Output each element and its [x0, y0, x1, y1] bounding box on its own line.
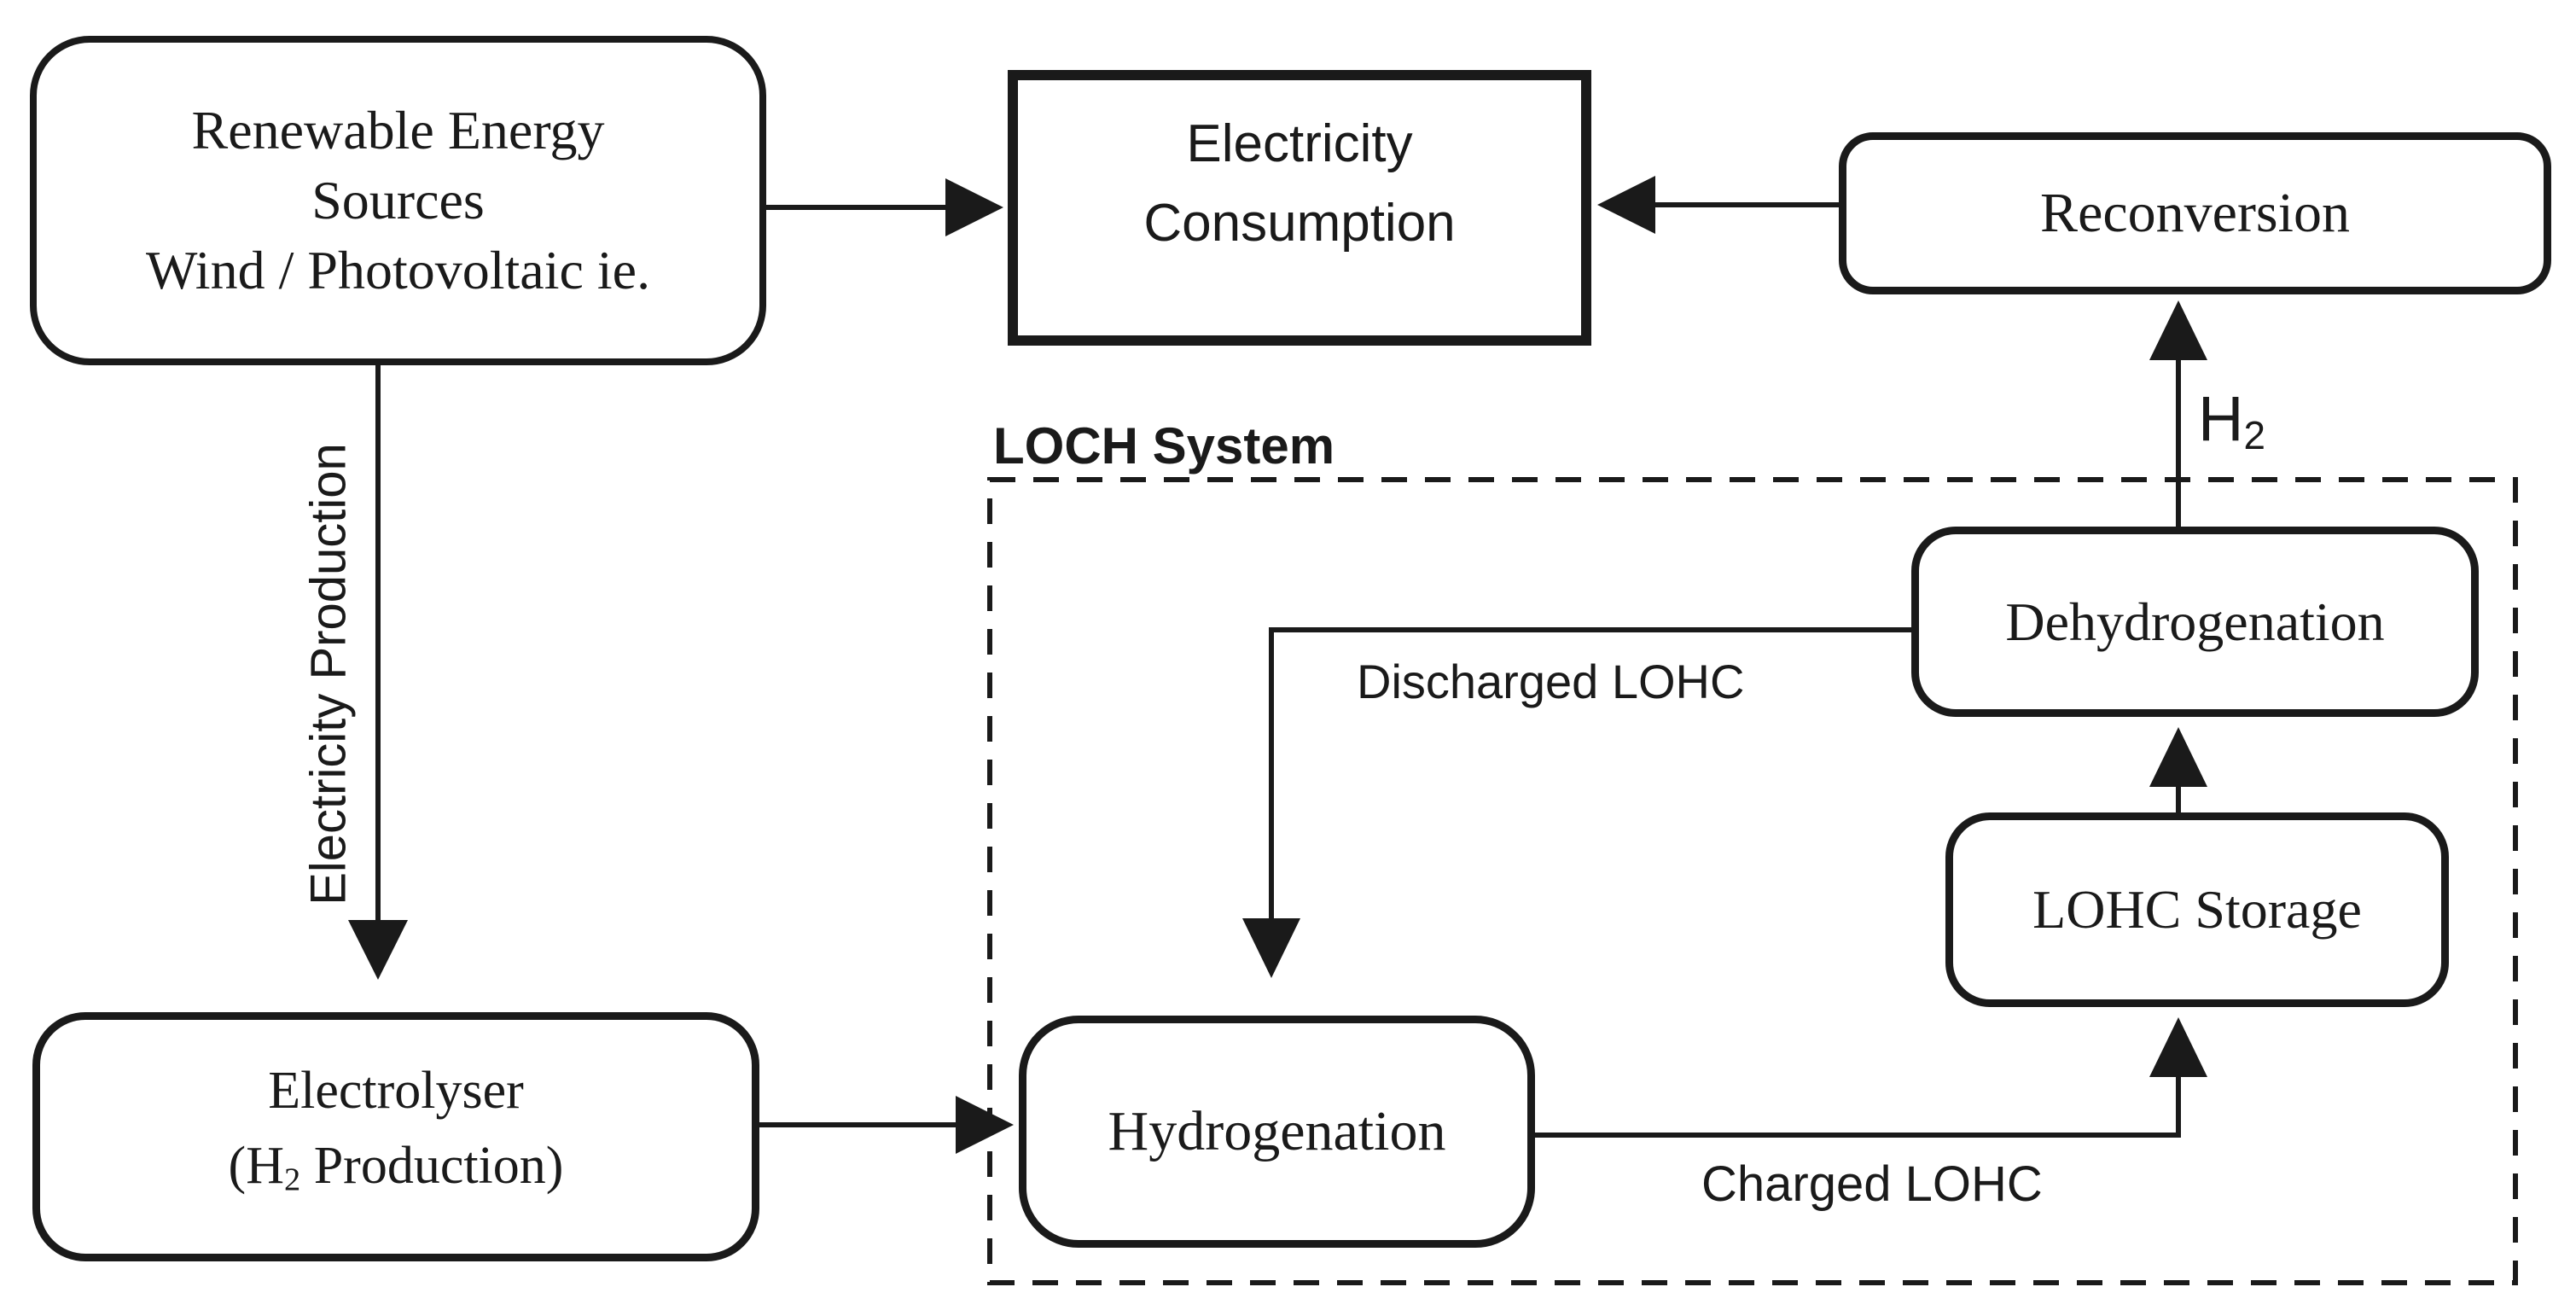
node-label-line: Electricity — [1186, 114, 1413, 173]
edge-label-h2: H2 — [2198, 382, 2265, 455]
node-dehydrogenation: Dehydrogenation — [1911, 527, 2479, 717]
arrow-electrolyser-to-hydrogenation-head-icon — [956, 1096, 1014, 1154]
edge-label-discharged-lohc: Discharged LOHC — [1357, 655, 1745, 708]
node-label: Dehydrogenation — [2005, 591, 2385, 652]
node-label-line: Sources — [311, 170, 485, 231]
arrow-renewable-to-electrolyser-head-icon — [348, 920, 408, 980]
arrow-storage-to-dehydrogenation-head-icon — [2149, 727, 2207, 787]
node-label-line: Wind / Photovoltaic ie. — [145, 239, 651, 300]
node-label-line: (H2 Production) — [229, 1128, 564, 1203]
node-label: Reconversion — [2040, 182, 2350, 245]
node-label-line: Electrolyser — [268, 1061, 524, 1120]
loch-system-dashed-border — [987, 477, 2518, 1285]
subscript-2: 2 — [2243, 413, 2265, 458]
node-lohc-storage: LOHC Storage — [1945, 812, 2449, 1007]
node-hydrogenation: Hydrogenation — [1019, 1016, 1535, 1248]
arrow-reconversion-to-consumption-head-icon — [1597, 176, 1655, 234]
arrow-dehydrogenation-to-reconversion-head-icon — [2149, 300, 2207, 360]
node-label: Hydrogenation — [1108, 1100, 1446, 1163]
label-part: (H — [228, 1137, 284, 1195]
edge-label-charged-lohc: Charged LOHC — [1701, 1156, 2043, 1212]
node-label-line: Consumption — [1143, 193, 1456, 253]
node-label-line: Renewable Energy — [191, 100, 605, 161]
label-part: H — [2198, 383, 2244, 454]
arrow-renewable-to-consumption-head-icon — [945, 178, 1003, 236]
node-reconversion: Reconversion — [1839, 132, 2551, 294]
node-electricity-consumption: Electricity Consumption — [1008, 70, 1591, 346]
loch-system-group-title: LOCH System — [993, 417, 1335, 475]
subscript-2: 2 — [283, 1162, 301, 1198]
arrow-hydrogenation-to-storage-line — [1535, 1077, 2181, 1138]
arrow-hydrogenation-to-storage-head-icon — [2149, 1017, 2207, 1077]
arrow-dehydrogenation-to-hydrogenation-head-icon — [1242, 918, 1300, 978]
label-part: Production) — [300, 1137, 564, 1195]
node-label: LOHC Storage — [2032, 879, 2362, 940]
node-electrolyser: Electrolyser (H2 Production) — [32, 1012, 759, 1261]
edge-label-electricity-production: Electricity Production — [300, 443, 357, 905]
node-renewable-energy-sources: Renewable Energy Sources Wind / Photovol… — [30, 36, 766, 365]
arrow-dehydrogenation-to-hydrogenation-line — [1269, 627, 1911, 920]
